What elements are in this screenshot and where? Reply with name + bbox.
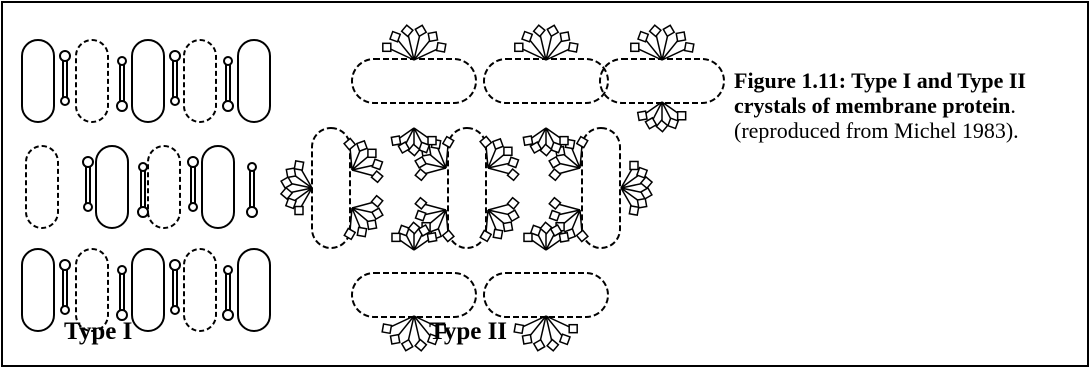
protein-molecule (22, 249, 54, 331)
protein-molecule (238, 249, 270, 331)
lipid-head (189, 203, 197, 211)
lipid-head (139, 163, 147, 171)
protein-molecule (184, 40, 216, 122)
caption-source-note: (reproduced from Michel 1983). (734, 118, 1082, 143)
lipid-head (223, 101, 233, 111)
lipid-head (248, 163, 256, 171)
lipid-head (61, 97, 69, 105)
lipid-head (223, 310, 233, 320)
lipid-head (117, 101, 127, 111)
lipid-head (138, 207, 148, 217)
lipid-head (170, 260, 180, 270)
lipid-head (61, 306, 69, 314)
detergent-micelle (281, 161, 312, 215)
lipid-head (118, 266, 126, 274)
protein-molecule (132, 40, 164, 122)
type-i-lattice (22, 40, 270, 331)
lipid-head (224, 57, 232, 65)
protein-molecule (26, 146, 58, 228)
lipid-head (84, 203, 92, 211)
lipid-head (171, 306, 179, 314)
detergent-micelle (383, 25, 446, 60)
protein-molecule (148, 146, 180, 228)
lipid-head (118, 57, 126, 65)
figure-caption: Figure 1.11: Type I and Type II crystals… (734, 68, 1082, 143)
protein-molecule (582, 128, 620, 248)
protein-molecule (132, 249, 164, 331)
lipid-head (188, 157, 198, 167)
type-ii-label: Type II (429, 318, 507, 346)
lipid-head (247, 207, 257, 217)
detergent-micelle (515, 25, 578, 60)
caption-title: Figure 1.11: Type I and Type II crystals… (734, 68, 1026, 118)
protein-molecule (184, 249, 216, 331)
lipid-head (60, 260, 70, 270)
detergent-micelle (621, 161, 652, 215)
lipid-head (60, 51, 70, 61)
lipid-head (171, 97, 179, 105)
protein-molecule (238, 40, 270, 122)
type-i-label: Type I (64, 318, 132, 346)
protein-molecule (352, 59, 476, 103)
lipid-head (170, 51, 180, 61)
type-ii-lattice (281, 25, 724, 351)
protein-molecule (96, 146, 128, 228)
lipid-head (83, 157, 93, 167)
caption-title-tail: . (1010, 93, 1016, 118)
protein-molecule (600, 59, 724, 103)
detergent-micelle (631, 25, 694, 60)
protein-molecule (484, 273, 608, 317)
protein-molecule (22, 40, 54, 122)
protein-molecule (484, 59, 608, 103)
detergent-micelle (638, 102, 686, 132)
detergent-micelle (514, 316, 577, 351)
protein-molecule (312, 128, 350, 248)
protein-molecule (76, 40, 108, 122)
lipid-head (224, 266, 232, 274)
protein-molecule (352, 273, 476, 317)
protein-molecule (202, 146, 234, 228)
protein-molecule (448, 128, 486, 248)
